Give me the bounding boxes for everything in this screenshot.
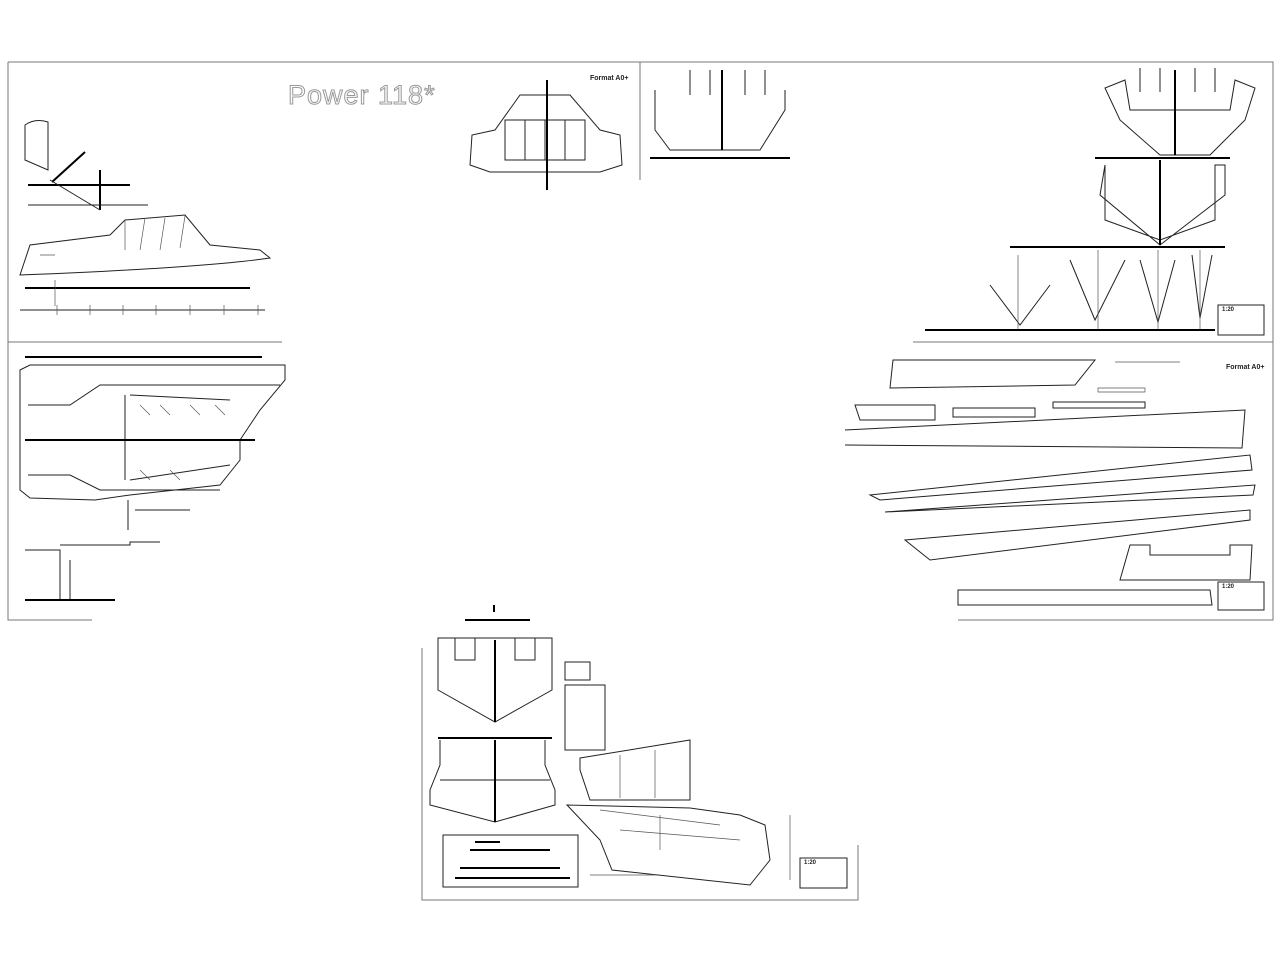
scale-label: 1:20 — [1222, 307, 1235, 313]
bulkhead-sections — [650, 68, 1265, 336]
format-label: Format A0+ — [1226, 364, 1265, 371]
format-label: Format A0+ — [590, 75, 629, 82]
bottom-sheet-parts — [429, 605, 848, 889]
drawing-title: Power 118* — [288, 80, 436, 111]
sheet-frames — [7, 61, 1274, 901]
scale-label: 1:20 — [804, 860, 817, 866]
deck-plan-view — [19, 356, 286, 601]
scale-label: 1:20 — [1222, 584, 1235, 590]
side-elevation-views — [19, 120, 272, 315]
cut-parts-panels — [844, 359, 1265, 611]
front-view — [469, 80, 623, 190]
